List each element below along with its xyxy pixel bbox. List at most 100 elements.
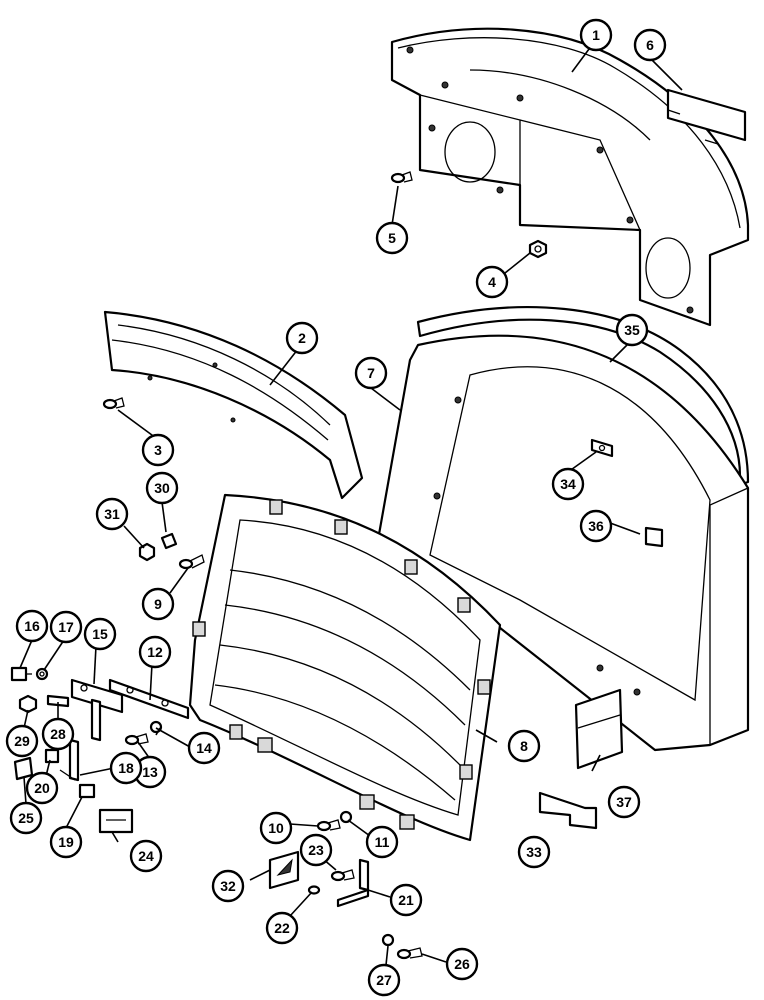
plate-part-25 [13,756,34,781]
callout-21: 21 [389,883,423,917]
callout-label: 15 [92,626,108,642]
callout-label: 18 [118,760,134,776]
callout-6: 6 [633,28,667,62]
screw-part-9 [178,554,205,570]
callout-label: 6 [646,37,654,53]
callout-19: 19 [49,825,83,859]
callout-34: 34 [551,467,585,501]
side-rail-part-2 [103,310,364,500]
callout-8: 8 [507,729,541,763]
callout-36: 36 [579,509,613,543]
pad-part-6 [666,88,747,145]
callout-label: 2 [298,330,306,346]
callout-2: 2 [285,321,319,355]
callout-22: 22 [265,911,299,945]
emblem-part-32 [268,850,300,890]
callout-label: 5 [388,230,396,246]
grille-part-8 [188,493,502,842]
screw-part-22 [307,885,321,895]
clip-part-34 [590,438,614,458]
callout-label: 25 [18,810,34,826]
callout-1: 1 [579,18,613,52]
bracket-part-21 [336,858,370,908]
foam-pad-part-33 [538,791,598,830]
grille-housing-part-7 [376,334,750,752]
dash-housing-part-1 [390,27,750,327]
callout-14: 14 [187,731,221,765]
callout-16: 16 [15,609,49,643]
callout-label: 16 [24,618,40,634]
callout-28: 28 [41,717,75,751]
callout-label: 3 [154,442,162,458]
callout-label: 17 [58,619,74,635]
callout-label: 32 [220,878,236,894]
bolt-part-16 [10,666,32,682]
washer-part-27 [381,933,395,947]
callout-label: 11 [375,834,390,850]
callout-24: 24 [129,839,163,873]
spacer-part-19 [78,783,96,799]
bolt-part-20 [44,748,60,764]
callout-label: 37 [616,794,632,810]
screw-part-23 [330,869,355,882]
screw-part-13 [124,733,149,746]
bracket-part-15 [70,678,124,742]
callout-label: 31 [104,506,120,522]
callout-11: 11 [365,825,399,859]
callout-10: 10 [259,811,293,845]
callout-label: 19 [58,834,74,850]
callout-37: 37 [607,785,641,819]
callout-label: 1 [592,27,600,43]
callout-3: 3 [141,433,175,467]
callout-27: 27 [367,963,401,997]
callout-35: 35 [615,313,649,347]
callout-label: 8 [520,738,528,754]
callout-20: 20 [25,771,59,805]
callout-label: 30 [154,480,170,496]
callout-label: 13 [142,764,158,780]
screw-part-28 [46,694,70,708]
callout-30: 30 [145,471,179,505]
callout-label: 27 [376,972,392,988]
callout-label: 23 [308,842,324,858]
nut-part-29 [18,694,38,714]
bracket-part-12 [108,678,190,720]
callout-31: 31 [95,497,129,531]
screw-part-5 [390,171,413,184]
screw-part-10 [316,819,341,832]
callout-label: 29 [14,733,30,749]
label-part-24 [98,808,134,834]
callout-label: 20 [34,780,50,796]
washer-part-17 [35,667,49,681]
callout-label: 9 [154,596,162,612]
callout-label: 10 [268,820,284,836]
callout-18: 18 [109,751,143,785]
block-part-36 [644,526,664,548]
callout-label: 26 [454,956,470,972]
foam-block-part-37 [574,688,624,770]
screw-part-3 [102,397,125,410]
screw-part-26 [396,947,423,960]
callout-label: 36 [588,518,604,534]
callout-29: 29 [5,724,39,758]
callout-33: 33 [517,835,551,869]
callout-label: 12 [147,644,163,660]
callout-label: 24 [138,848,154,864]
callout-label: 14 [196,740,212,756]
callout-32: 32 [211,869,245,903]
callout-5: 5 [375,221,409,255]
callout-15: 15 [83,617,117,651]
callout-25: 25 [9,801,43,835]
callout-9: 9 [141,587,175,621]
callout-label: 4 [488,274,496,290]
callout-label: 22 [274,920,290,936]
callout-label: 7 [367,365,375,381]
callout-17: 17 [49,610,83,644]
callout-label: 33 [526,844,542,860]
callout-label: 21 [398,892,414,908]
callout-23: 23 [299,833,333,867]
nut-part-4 [528,239,548,259]
callout-26: 26 [445,947,479,981]
callout-label: 35 [624,322,640,338]
